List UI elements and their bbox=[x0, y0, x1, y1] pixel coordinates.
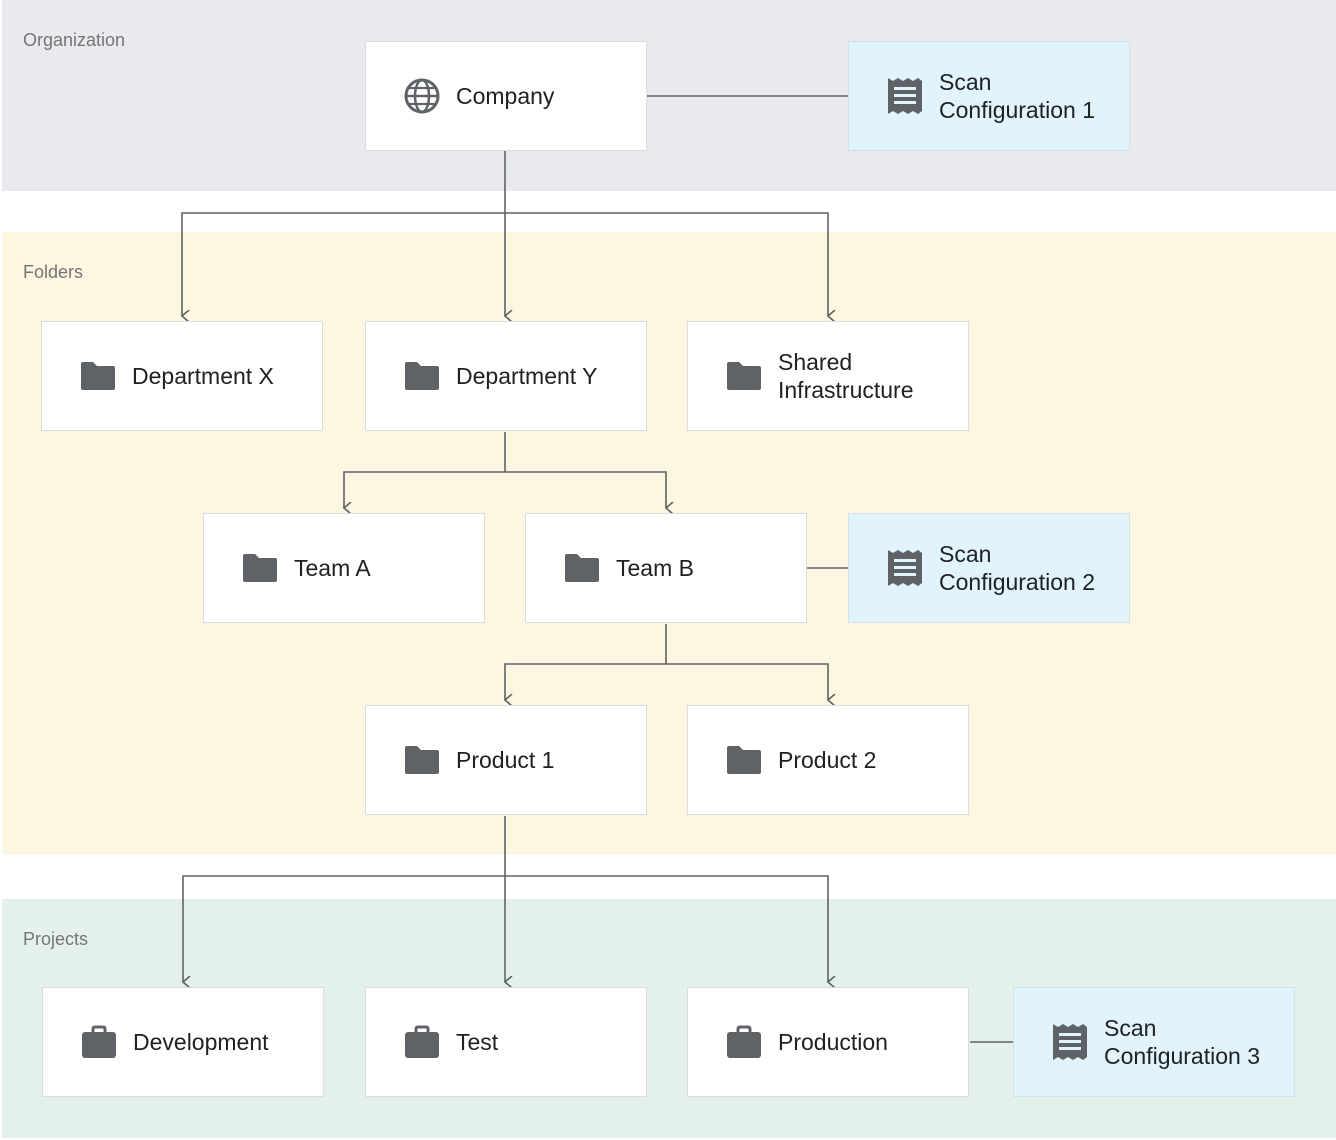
organization-band-label: Organization bbox=[23, 30, 126, 50]
folder-icon bbox=[562, 548, 602, 588]
node-label: Development bbox=[133, 1029, 269, 1055]
briefcase-icon bbox=[79, 1022, 119, 1062]
node-product-1[interactable]: Product 1 bbox=[365, 705, 647, 815]
node-label: Department Y bbox=[456, 363, 598, 389]
node-department-x[interactable]: Department X bbox=[41, 321, 323, 431]
edge-company-to-shared-infrastructure bbox=[505, 212, 828, 316]
document-icon bbox=[885, 548, 925, 588]
folders-band-label: Folders bbox=[23, 262, 84, 282]
briefcase-icon bbox=[724, 1022, 764, 1062]
node-development[interactable]: Development bbox=[42, 987, 324, 1097]
node-label: Shared Infrastructure bbox=[778, 349, 914, 403]
node-shared-infrastructure[interactable]: Shared Infrastructure bbox=[687, 321, 969, 431]
node-scan-configuration-1[interactable]: Scan Configuration 1 bbox=[848, 41, 1130, 151]
edge-team-b-to-product-2 bbox=[666, 663, 828, 700]
node-label: Product 1 bbox=[456, 747, 555, 773]
node-scan-configuration-2[interactable]: Scan Configuration 2 bbox=[848, 513, 1130, 623]
node-label: Team B bbox=[616, 555, 694, 581]
edge-company-to-department-x bbox=[182, 212, 505, 316]
edge-team-b-to-product-1 bbox=[505, 663, 666, 700]
folder-icon bbox=[724, 356, 764, 396]
node-label: Department X bbox=[132, 363, 274, 389]
globe-icon bbox=[402, 76, 442, 116]
node-label: Production bbox=[778, 1029, 888, 1055]
folder-icon bbox=[240, 548, 280, 588]
folder-icon bbox=[724, 740, 764, 780]
folder-icon bbox=[402, 740, 442, 780]
edge-department-y-to-team-a bbox=[344, 471, 505, 508]
node-department-y[interactable]: Department Y bbox=[365, 321, 647, 431]
node-team-b[interactable]: Team B bbox=[525, 513, 807, 623]
briefcase-icon bbox=[402, 1022, 442, 1062]
edge-department-y-to-team-b bbox=[505, 471, 666, 508]
folder-icon bbox=[78, 356, 118, 396]
document-icon bbox=[1050, 1022, 1090, 1062]
document-icon bbox=[885, 76, 925, 116]
node-label: Test bbox=[456, 1029, 499, 1055]
node-label: Product 2 bbox=[778, 747, 877, 773]
node-label: Team A bbox=[294, 555, 371, 581]
node-label: Company bbox=[456, 83, 555, 109]
node-team-a[interactable]: Team A bbox=[203, 513, 485, 623]
folder-icon bbox=[402, 356, 442, 396]
node-company[interactable]: Company bbox=[365, 41, 647, 151]
edge-product-1-to-production bbox=[505, 875, 828, 982]
node-label: Scan Configuration 3 bbox=[1104, 1015, 1260, 1069]
edge-product-1-to-development bbox=[183, 875, 505, 982]
node-product-2[interactable]: Product 2 bbox=[687, 705, 969, 815]
node-test[interactable]: Test bbox=[365, 987, 647, 1097]
node-production[interactable]: Production bbox=[687, 987, 969, 1097]
node-scan-configuration-3[interactable]: Scan Configuration 3 bbox=[1013, 987, 1295, 1097]
node-label: Scan Configuration 2 bbox=[939, 541, 1095, 595]
projects-band-label: Projects bbox=[23, 929, 89, 949]
node-label: Scan Configuration 1 bbox=[939, 69, 1095, 123]
